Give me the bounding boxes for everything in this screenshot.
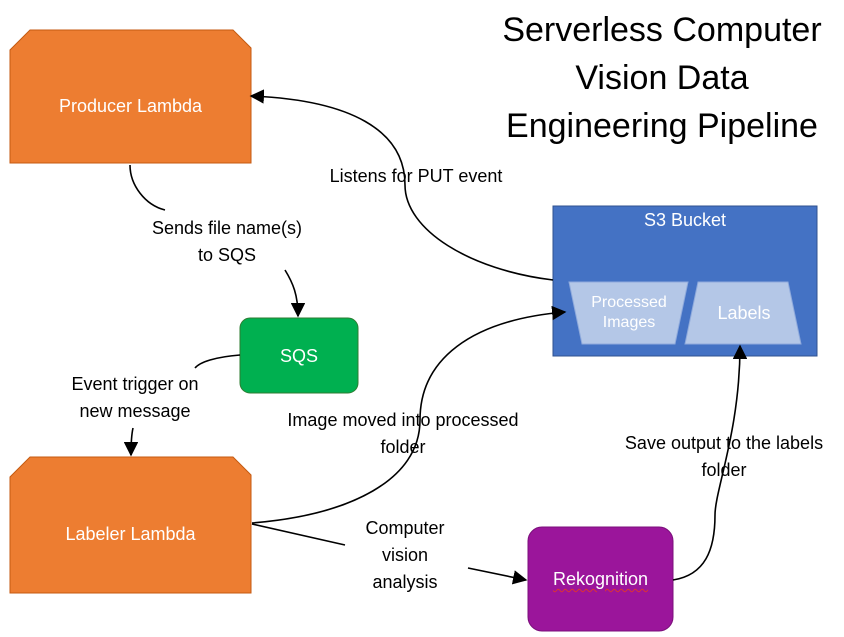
save-output-edge-label: Save output to the labels folder	[602, 430, 844, 484]
sends-file-names-line-2: to SQS	[197, 245, 257, 265]
producer-lambda-label: Producer Lambda	[58, 95, 203, 116]
cv-analysis-line-3: analysis	[372, 572, 438, 592]
producer-lambda-node: Producer Lambda	[10, 48, 251, 163]
title-line-2: Vision Data	[575, 59, 749, 97]
processed-images-label-line-2: Images	[602, 314, 656, 331]
image-moved-line-2: folder	[380, 437, 426, 457]
cv-analysis-line-1: Computer	[365, 518, 445, 538]
labels-folder: Labels	[690, 284, 798, 342]
rekognition-label: Rekognition	[552, 569, 649, 589]
save-output-arrow	[672, 344, 748, 581]
event-trigger-arrow	[131, 354, 241, 455]
sends-file-names-line-1: Sends file name(s)	[151, 218, 303, 238]
sqs-node: SQS	[240, 318, 358, 393]
cv-analysis-line-2: vision	[381, 545, 429, 565]
labeler-lambda-label: Labeler Lambda	[65, 524, 196, 544]
put-event-edge-label: Listens for PUT event	[306, 163, 526, 190]
title-line-3: Engineering Pipeline	[506, 107, 818, 145]
diagram-title: Serverless Computer Vision Data Engineer…	[480, 6, 844, 150]
image-moved-line-1: Image moved into processed	[287, 410, 519, 430]
labels-folder-label: Labels	[717, 303, 771, 323]
processed-images-folder-shape	[568, 281, 689, 345]
labels-folder-shape	[684, 281, 802, 345]
put-event-text: Listens for PUT event	[329, 166, 503, 186]
image-moved-edge-label: Image moved into processed folder	[265, 407, 541, 461]
processed-images-folder: Processed Images	[575, 284, 683, 342]
sends-file-names-arrow	[129, 164, 298, 316]
processed-images-label-line-1: Processed	[591, 294, 667, 311]
event-trigger-line-2: new message	[79, 401, 191, 421]
sends-file-names-edge-label: Sends file name(s) to SQS	[132, 215, 322, 269]
labeler-lambda-shape	[9, 456, 252, 594]
producer-lambda-shape	[9, 29, 252, 164]
labeler-lambda-node: Labeler Lambda	[10, 475, 251, 593]
event-trigger-line-1: Event trigger on	[71, 374, 199, 394]
event-trigger-edge-label: Event trigger on new message	[50, 371, 220, 425]
image-moved-arrow	[251, 305, 567, 524]
cv-analysis-edge-label: Computer vision analysis	[345, 515, 465, 596]
save-output-line-1: Save output to the labels	[624, 433, 824, 453]
save-output-line-2: folder	[701, 460, 747, 480]
cv-analysis-arrow	[251, 523, 526, 580]
put-event-arrow	[249, 89, 554, 281]
title-line-1: Serverless Computer	[502, 11, 822, 49]
rekognition-node: Rekognition	[528, 527, 673, 631]
sqs-label: SQS	[279, 345, 318, 366]
s3-bucket-title: S3 Bucket	[643, 210, 727, 230]
